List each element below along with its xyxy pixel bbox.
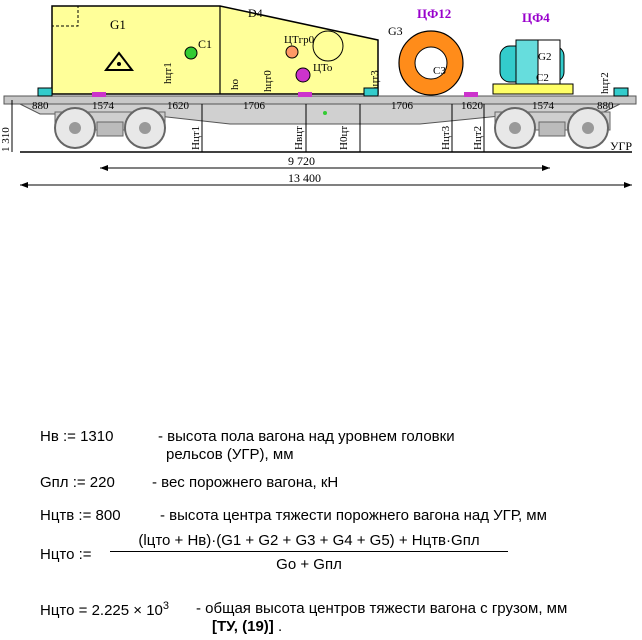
dim-1706-left: 1706 (243, 100, 266, 112)
label-c2: C2 (536, 72, 549, 84)
eq-hcto-exp: 3 (162, 600, 170, 612)
dim-9720: 9 720 (288, 154, 315, 168)
label-H-ct3: Hцт3 (440, 125, 452, 150)
dim-1620-left: 1620 (167, 100, 190, 112)
triangle-marker-icon (103, 51, 135, 71)
label-side-1310: 1 310 (0, 127, 12, 152)
label-ct-gr: ЦТгр0 (284, 34, 315, 46)
label-H-ct-v: Hвцт (293, 126, 305, 150)
equation-hctv: Hцтв := 800 - высота центра тяжести поро… (40, 507, 630, 527)
label-cf4: ЦФ4 (522, 10, 550, 25)
eq-hcto-fraction: (lцто + Hв)·(G1 + G2 + G3 + G4 + G5) + H… (110, 532, 508, 573)
eq-hcto-denominator: Go + Gпл (276, 556, 342, 573)
ct-gr-icon (285, 45, 299, 59)
label-H-ct2: Hцт2 (472, 126, 484, 150)
label-H-ct-o: H0цт (338, 126, 350, 150)
dim-1706-right: 1706 (391, 100, 414, 112)
eq-hctv-lhs: Hцтв := 800 (40, 507, 121, 524)
cargo-ring-cf12 (398, 30, 464, 96)
cargo-1-box (51, 5, 379, 95)
eq-hv-desc2: рельсов (УГР), мм (166, 446, 294, 463)
eq-hcto-numerator: (lцто + Hв)·(G1 + G2 + G3 + G4 + G5) + H… (138, 532, 480, 549)
dim-880-left: 880 (32, 100, 49, 112)
pad-purple-2 (298, 92, 312, 97)
label-h-ct-o: hцт0 (262, 70, 274, 92)
fraction-bar (110, 551, 508, 552)
eq-hcto-value-desc: - общая высота центров тяжести вагона с … (196, 600, 568, 617)
equation-hcto-value: Hцто = 2.225 × 103 - общая высота центро… (40, 596, 630, 636)
wagon-diagram: УГР G1 C1 D4 ЦТгр0 ЦТо hцт1 hо hцт0 G3 C… (0, 5, 637, 188)
label-c3: C3 (433, 65, 446, 77)
eq-hcto-ref: [ТУ, (19)] . (212, 618, 283, 635)
left-bogie (54, 107, 166, 149)
label-cf12: ЦФ12 (417, 6, 451, 21)
label-h-ct2: hцт2 (599, 72, 611, 94)
ugr-label: УГР (610, 139, 632, 153)
eq-hv-desc1: - высота пола вагона над уровнем головки (158, 428, 455, 445)
label-h-ct1: hцт1 (162, 62, 174, 84)
label-d4: D4 (248, 6, 263, 20)
equation-hv: Hв := 1310 - высота пола вагона над уров… (40, 428, 630, 468)
label-g1: G1 (110, 17, 126, 32)
label-ct-o: ЦТо (313, 62, 333, 74)
dim-1620-right: 1620 (461, 100, 484, 112)
label-h-o: hо (229, 79, 241, 91)
label-g3: G3 (388, 24, 403, 38)
eq-hcto-value-lhs: Hцто = 2.225 × 103 (40, 600, 170, 619)
equation-hcto-formula: Hцто := (lцто + Hв)·(G1 + G2 + G3 + G4 +… (40, 532, 630, 582)
right-bogie (494, 107, 611, 149)
ct-o-icon (295, 67, 311, 83)
dim-1574-left: 1574 (92, 100, 115, 112)
label-c1: C1 (198, 37, 212, 51)
eq-hcto-lhs: Hцто := (40, 546, 92, 563)
label-g2: G2 (538, 51, 551, 63)
dim-1574-right: 1574 (532, 100, 555, 112)
equation-gpl: Gпл := 220 - вес порожнего вагона, кН (40, 474, 630, 494)
cargo-cylinder-cf4 (492, 39, 574, 95)
eq-gpl-desc: - вес порожнего вагона, кН (152, 474, 339, 491)
dim-13400: 13 400 (288, 171, 321, 185)
eq-gpl-lhs: Gпл := 220 (40, 474, 115, 491)
eq-hctv-desc: - высота центра тяжести порожнего вагона… (160, 507, 547, 524)
pad-cyan-mid (363, 87, 379, 97)
label-H-ct1: Hцт1 (190, 126, 202, 150)
label-h-ct3: hцт3 (369, 70, 381, 92)
pad-purple-1 (92, 92, 106, 97)
pad-left-cyan (37, 87, 53, 97)
c1-center-icon (184, 46, 198, 60)
pad-purple-3 (464, 92, 478, 97)
dim-880-right: 880 (597, 100, 614, 112)
pad-right-cyan (613, 87, 629, 97)
eq-hv-lhs: Hв := 1310 (40, 428, 114, 445)
